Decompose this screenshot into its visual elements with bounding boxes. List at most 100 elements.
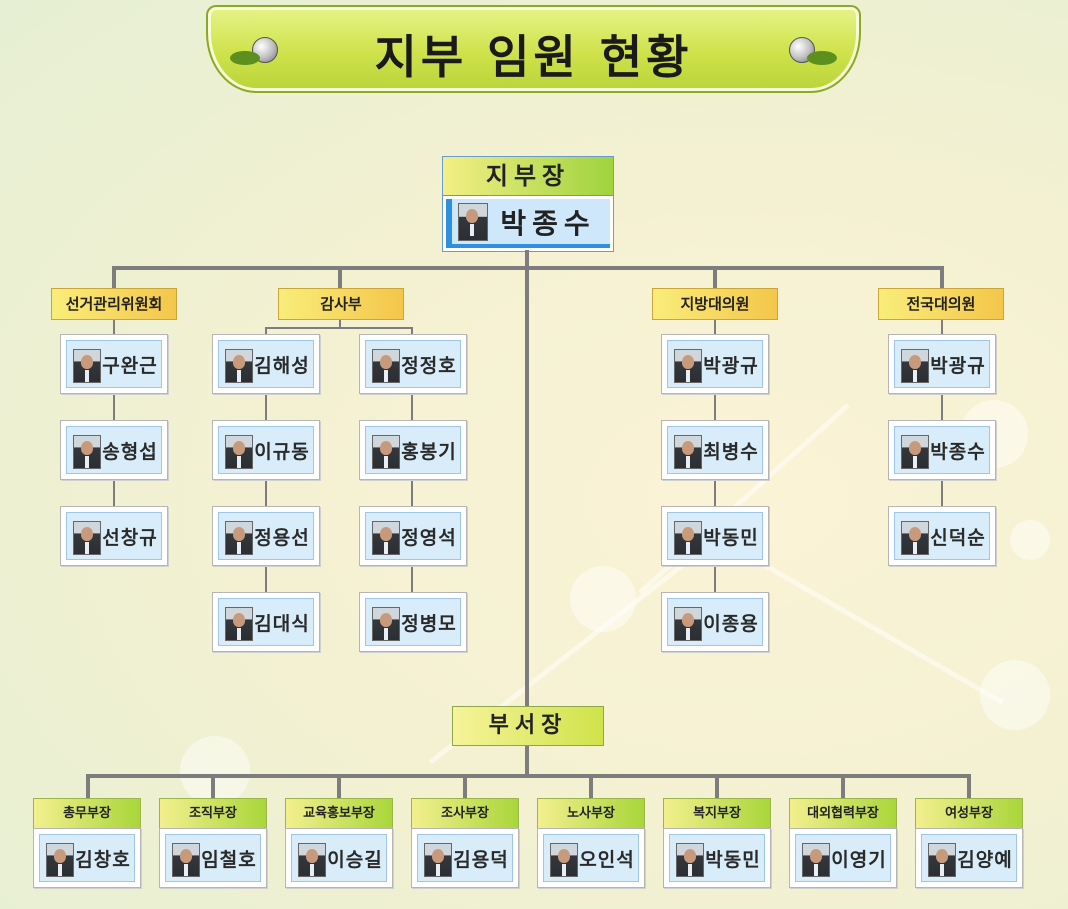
portrait-photo [225,607,253,641]
portrait-photo [225,435,253,469]
member-name: 김해성 [254,354,310,377]
member-card[interactable]: 정정호 [359,334,467,394]
member-card[interactable]: 정영석 [359,506,467,566]
portrait-photo [901,521,929,555]
group-label-election: 선거관리위원회 [51,288,177,320]
chief-name: 박종수 [500,206,596,240]
member-card[interactable]: 이규동 [212,420,320,480]
dept-label: 노사부장 [537,798,645,830]
connector-line [715,774,719,798]
connector-line [941,318,943,334]
connector-line [714,566,716,592]
member-name: 박광규 [930,354,986,377]
connector-line [525,250,529,706]
member-card[interactable]: 김해성 [212,334,320,394]
connector-line [714,318,716,334]
chief-box[interactable]: 지부장 박종수 [442,156,614,252]
dept-label: 대외협력부장 [789,798,897,830]
chief-label: 지부장 [443,157,613,196]
dept-head-card[interactable]: 김창호 [33,828,141,888]
member-name: 신덕순 [930,526,986,549]
member-card[interactable]: 구완근 [60,334,168,394]
group-label-audit: 감사부 [278,288,404,320]
dept-head-card[interactable]: 박동민 [663,828,771,888]
portrait-photo [674,349,702,383]
member-card[interactable]: 정용선 [212,506,320,566]
connector-line [86,774,90,798]
portrait-photo [458,203,488,241]
member-name: 박광규 [703,354,759,377]
member-name: 이규동 [254,440,310,463]
dept-label: 조사부장 [411,798,519,830]
title-banner: 지부 임원 현황 [206,5,861,93]
bg-circle [1010,520,1050,560]
member-card[interactable]: 박광규 [888,334,996,394]
connector-line [411,566,413,592]
dept-head-card[interactable]: 이영기 [789,828,897,888]
connector-line [337,774,341,798]
connector-line [265,480,267,506]
connector-line [967,774,971,798]
leaf-ornament-icon [807,51,837,65]
connector-line [841,774,845,798]
member-card[interactable]: 김대식 [212,592,320,652]
connector-line [113,394,115,420]
member-card[interactable]: 이종용 [661,592,769,652]
connector-line [463,774,467,798]
member-card[interactable]: 박동민 [661,506,769,566]
connector-line [338,266,342,288]
member-name: 이종용 [703,612,759,635]
member-name: 구완근 [102,354,158,377]
member-card[interactable]: 박종수 [888,420,996,480]
member-name: 선창규 [102,526,158,549]
connector-line [713,266,717,288]
member-name: 송형섭 [102,440,158,463]
member-card[interactable]: 박광규 [661,334,769,394]
member-card[interactable]: 최병수 [661,420,769,480]
page-title: 지부 임원 현황 [374,30,693,84]
connector-line [714,480,716,506]
bureau-label: 부서장 [452,706,604,746]
dept-head-card[interactable]: 김용덕 [411,828,519,888]
connector-line [941,480,943,506]
portrait-photo [372,349,400,383]
portrait-photo [73,349,101,383]
member-card[interactable]: 송형섭 [60,420,168,480]
portrait-photo [550,843,578,877]
portrait-photo [298,843,326,877]
dept-label: 교육홍보부장 [285,798,393,830]
member-card[interactable]: 정병모 [359,592,467,652]
connector-line [411,327,413,335]
member-name: 이승길 [327,848,383,871]
connector-line [265,566,267,592]
portrait-photo [674,435,702,469]
portrait-photo [225,521,253,555]
member-card[interactable]: 홍봉기 [359,420,467,480]
connector-line [941,394,943,420]
dept-head-card[interactable]: 이승길 [285,828,393,888]
member-name: 임철호 [201,848,257,871]
connector-line [113,480,115,506]
dept-head-card[interactable]: 김양예 [915,828,1023,888]
member-name: 정병모 [401,612,457,635]
portrait-photo [424,843,452,877]
member-name: 박종수 [930,440,986,463]
portrait-photo [674,521,702,555]
member-name: 오인석 [579,848,635,871]
connector-line [265,327,267,335]
member-name: 김용덕 [453,848,509,871]
portrait-photo [674,607,702,641]
dept-label: 복지부장 [663,798,771,830]
dept-head-card[interactable]: 임철호 [159,828,267,888]
dept-head-card[interactable]: 오인석 [537,828,645,888]
connector-line [940,266,944,288]
group-label-national: 전국대의원 [878,288,1004,320]
group-label-local: 지방대의원 [652,288,778,320]
member-card[interactable]: 신덕순 [888,506,996,566]
member-card[interactable]: 선창규 [60,506,168,566]
chief-body: 박종수 [446,199,610,248]
portrait-photo [73,521,101,555]
connector-line [411,480,413,506]
member-name: 김대식 [254,612,310,635]
member-name: 박동민 [705,848,761,871]
